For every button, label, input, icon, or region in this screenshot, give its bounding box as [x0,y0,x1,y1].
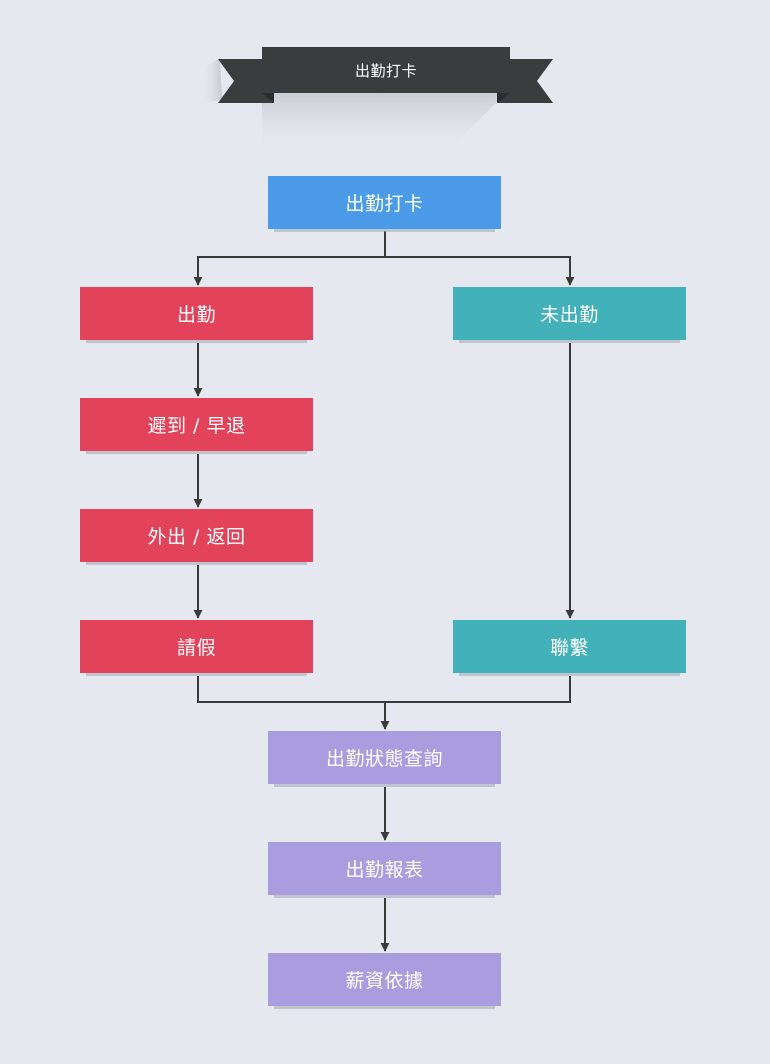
banner-title: 出勤打卡 [354,61,417,80]
node-report[interactable]: 出勤報表 [268,842,501,898]
node-clock-in[interactable]: 出勤打卡 [268,176,501,232]
banner-band [262,47,510,93]
banner-right-tail [497,59,553,103]
arrow-root-to-attend [193,231,386,286]
banner-long-shadow [262,93,497,153]
node-payroll-basis[interactable]: 薪資依據 [268,953,501,1009]
ribbon-banner [200,47,553,153]
node-contact[interactable]: 聯繫 [453,620,686,676]
node-status-query[interactable]: 出勤狀態查詢 [268,731,501,787]
banner-right-fold [497,93,510,103]
node-late-early[interactable]: 遲到 / 早退 [80,398,313,454]
banner-tail-shadow [200,58,222,103]
node-absent[interactable]: 未出勤 [453,287,686,343]
banner-left-fold [262,93,274,103]
arrow-root-to-absent [385,256,575,286]
node-out-return[interactable]: 外出 / 返回 [80,509,313,565]
node-leave[interactable]: 請假 [80,620,313,676]
merge-line [197,676,571,703]
banner-left-tail [218,59,274,103]
node-attend[interactable]: 出勤 [80,287,313,343]
